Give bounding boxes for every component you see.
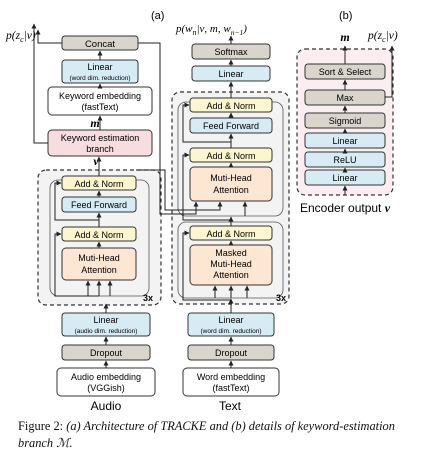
caption-body: (a) Architecture of TRACKE and (b) detai…	[18, 419, 395, 450]
svg-text:Muti-Head: Muti-Head	[210, 259, 252, 269]
svg-text:Muti-Head: Muti-Head	[210, 173, 252, 183]
svg-text:Linear: Linear	[218, 69, 243, 79]
max-box: Max	[304, 89, 386, 106]
svg-text:(VGGish): (VGGish)	[87, 383, 125, 393]
formula-p-zc-left: p(zc|ν)	[5, 30, 36, 44]
mid-add-norm-2: Add & Norm	[189, 147, 273, 163]
left-add-norm-bottom: Add & Norm	[61, 226, 137, 242]
svg-text:(fastText): (fastText)	[81, 102, 118, 112]
svg-text:Linear: Linear	[218, 315, 243, 325]
left-multi-head-attention: Muti-Head Attention	[61, 247, 137, 281]
svg-text:Attention: Attention	[81, 265, 117, 275]
svg-text:Sigmoid: Sigmoid	[329, 116, 362, 126]
sort-select-box: Sort & Select	[304, 63, 386, 80]
svg-text:Word embedding: Word embedding	[197, 372, 265, 382]
mid-multi-head-attention: Muti-Head Attention	[189, 166, 273, 202]
left-add-norm-top: Add & Norm	[61, 175, 137, 191]
right-linear-2: Linear	[304, 169, 386, 186]
svg-text:Dropout: Dropout	[215, 348, 248, 358]
svg-text:Add & Norm: Add & Norm	[206, 151, 255, 161]
label-b: (b)	[339, 10, 352, 22]
encoder-output-label: Encoder output ν	[300, 201, 391, 215]
right-linear-1: Linear	[304, 132, 386, 149]
svg-text:(word dim. reduction): (word dim. reduction)	[200, 328, 261, 335]
softmax-box: Softmax	[191, 43, 271, 60]
mid-add-norm-3: Add & Norm	[189, 225, 273, 241]
symbol-m-right: m	[340, 30, 349, 44]
svg-text:Feed Forward: Feed Forward	[203, 121, 259, 131]
mid-linear-top: Linear	[191, 65, 271, 82]
keyword-estimation-branch-box: Keyword estimation branch	[47, 129, 153, 157]
svg-text:branch: branch	[86, 144, 114, 154]
figure-caption: Figure 2: (a) Architecture of TRACKE and…	[18, 418, 410, 452]
svg-text:Linear: Linear	[93, 315, 118, 325]
keyword-embedding-box: Keyword embedding (fastText)	[47, 86, 153, 116]
sigmoid-box: Sigmoid	[304, 112, 386, 129]
repeat-left: 3x	[143, 293, 153, 303]
masked-multi-head-attention: Masked Muti-Head Attention	[189, 244, 273, 286]
svg-text:(audio dim. reduction): (audio dim. reduction)	[75, 328, 138, 335]
label-a: (a)	[151, 10, 164, 22]
svg-text:Muti-Head: Muti-Head	[78, 253, 120, 263]
mid-feed-forward: Feed Forward	[189, 117, 273, 134]
repeat-right: 3x	[276, 293, 286, 303]
svg-text:Masked: Masked	[215, 248, 247, 258]
svg-text:Softmax: Softmax	[214, 47, 248, 57]
left-dropout-box: Dropout	[61, 344, 151, 361]
svg-text:Audio embedding: Audio embedding	[71, 372, 141, 382]
svg-text:Linear: Linear	[332, 136, 357, 146]
svg-text:Keyword estimation: Keyword estimation	[61, 133, 140, 143]
connector-arrows	[31, 23, 395, 368]
word-embedding-box: Word embedding (fastText)	[182, 367, 280, 397]
svg-text:Keyword embedding: Keyword embedding	[59, 91, 141, 101]
symbol-nu-left: ν	[93, 154, 99, 168]
symbol-m-left: m	[90, 116, 99, 130]
concat-box: Concat	[61, 35, 139, 51]
svg-text:(word dim. reduction): (word dim. reduction)	[69, 75, 130, 82]
svg-text:Attention: Attention	[213, 270, 249, 280]
relu-box: ReLU	[304, 151, 386, 168]
svg-text:Add & Norm: Add & Norm	[74, 230, 123, 240]
column-label-text: Text	[219, 399, 242, 413]
svg-text:ReLU: ReLU	[333, 155, 356, 165]
linear-audio-reduction-box: Linear (audio dim. reduction)	[61, 312, 151, 337]
audio-embedding-box: Audio embedding (VGGish)	[56, 367, 156, 397]
svg-text:Linear: Linear	[332, 173, 357, 183]
mid-dropout-box: Dropout	[187, 344, 275, 361]
svg-text:Concat: Concat	[85, 39, 115, 50]
svg-text:Attention: Attention	[213, 185, 249, 195]
svg-text:Add & Norm: Add & Norm	[206, 101, 255, 111]
svg-text:Linear: Linear	[87, 62, 112, 72]
left-feed-forward: Feed Forward	[61, 196, 137, 213]
formula-p-zc-right: p(zc|ν)	[367, 30, 398, 44]
linear-word-reduction-box: Linear (word dim. reduction)	[61, 59, 139, 84]
svg-text:(fastText): (fastText)	[212, 383, 249, 393]
linear-word-reduction-mid: Linear (word dim. reduction)	[187, 312, 275, 337]
caption-prefix: Figure 2:	[18, 419, 67, 433]
svg-text:Dropout: Dropout	[90, 348, 123, 358]
column-label-audio: Audio	[91, 399, 122, 413]
formula-p-wn: p(wn|ν, m, wn−1)	[175, 23, 247, 37]
svg-text:Add & Norm: Add & Norm	[206, 229, 255, 239]
svg-text:Add & Norm: Add & Norm	[74, 179, 123, 189]
svg-text:Feed Forward: Feed Forward	[71, 200, 127, 210]
svg-text:Max: Max	[336, 93, 354, 103]
svg-text:Sort & Select: Sort & Select	[319, 67, 372, 77]
mid-add-norm-1: Add & Norm	[189, 97, 273, 113]
